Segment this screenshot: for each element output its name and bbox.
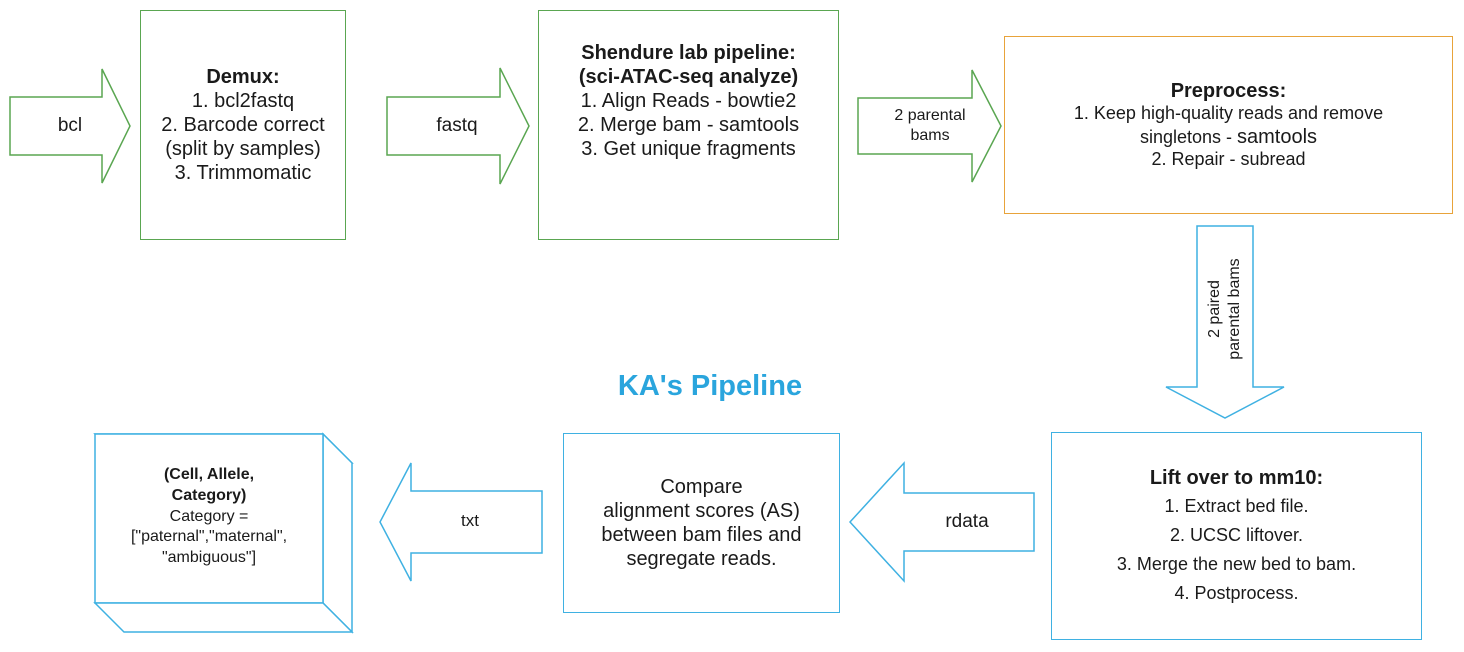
arrow-label-parental-bams-line1: 2 parental <box>894 107 966 124</box>
output-box-right-face <box>322 432 353 634</box>
preprocess-step-1-cont: singletons - samtools <box>1140 125 1317 149</box>
arrow-label-txt: txt <box>461 511 479 530</box>
pipeline-title: KA's Pipeline <box>617 370 803 402</box>
preprocess-box: Preprocess: 1. Keep high-quality reads a… <box>1004 36 1453 214</box>
output-box-text: (Cell, Allele, Category) Category = ["pa… <box>95 452 323 582</box>
liftover-step-1: 1. Extract bed file. <box>1164 496 1309 517</box>
shendure-step-3: 3. Get unique fragments <box>581 138 796 160</box>
shendure-step-1: 1. Align Reads - bowtie2 <box>580 90 797 112</box>
compare-line-4: segregate reads. <box>626 548 777 570</box>
output-line-3: "ambiguous"] <box>161 549 257 567</box>
demux-step-1: 1. bcl2fastq <box>191 90 295 112</box>
demux-box: Demux: 1. bcl2fastq 2. Barcode correct (… <box>140 10 346 240</box>
preprocess-heading: Preprocess: <box>1170 80 1287 103</box>
compare-line-2: alignment scores (AS) <box>603 500 800 522</box>
output-heading-1: (Cell, Allele, <box>163 466 255 483</box>
output-line-2: ["paternal","maternal", <box>130 528 288 546</box>
arrow-label-rdata: rdata <box>945 511 989 532</box>
shendure-step-2: 2. Merge bam - samtools <box>577 114 800 136</box>
arrow-parental-bams <box>857 69 1002 183</box>
compare-box: Compare alignment scores (AS) between ba… <box>563 433 840 613</box>
preprocess-step-1-cont-text: singletons - <box>1139 127 1238 147</box>
liftover-heading: Lift over to mm10: <box>1149 467 1324 490</box>
compare-line-3: between bam files and <box>601 524 802 546</box>
preprocess-step-2: 2. Repair - subread <box>1151 149 1306 169</box>
arrow-rdata <box>848 461 1035 583</box>
demux-heading: Demux: <box>206 66 280 88</box>
demux-step-2-note: (split by samples) <box>165 138 321 160</box>
liftover-box: Lift over to mm10: 1. Extract bed file. … <box>1051 432 1422 640</box>
output-line-1: Category = <box>169 507 249 525</box>
demux-step-3: 3. Trimmomatic <box>174 162 312 184</box>
arrow-paired-bams <box>1165 225 1285 419</box>
preprocess-tool-samtools: samtools <box>1237 126 1318 148</box>
shendure-box: Shendure lab pipeline: (sci-ATAC-seq ana… <box>538 10 839 240</box>
demux-step-2: 2. Barcode correct <box>161 114 325 136</box>
arrow-label-parental-bams-line2: bams <box>910 127 950 144</box>
arrow-label-parental-bams: 2 parental bams <box>870 100 990 152</box>
arrow-bcl <box>9 68 131 184</box>
arrow-fastq <box>386 67 530 185</box>
shendure-subheading: (sci-ATAC-seq analyze) <box>578 66 799 88</box>
arrow-label-paired-bams-line1: 2 paired <box>1206 280 1223 338</box>
arrow-label-fastq: fastq <box>436 115 478 136</box>
output-box-bottom-face <box>93 602 354 633</box>
preprocess-step-1: 1. Keep high-quality reads and remove <box>1073 103 1384 124</box>
arrow-label-bcl: bcl <box>57 115 83 136</box>
output-heading-2: Category) <box>171 486 247 504</box>
liftover-step-2: 2. UCSC liftover. <box>1169 525 1304 546</box>
arrow-label-paired-bams: 2 paired parental bams <box>1199 219 1251 399</box>
arrow-txt <box>379 462 543 582</box>
compare-line-1: Compare <box>660 476 743 498</box>
liftover-step-3: 3. Merge the new bed to bam. <box>1116 554 1357 574</box>
liftover-step-4: 4. Postprocess. <box>1174 582 1299 603</box>
shendure-heading: Shendure lab pipeline: <box>581 42 796 64</box>
arrow-label-paired-bams-line2: parental bams <box>1226 258 1243 360</box>
